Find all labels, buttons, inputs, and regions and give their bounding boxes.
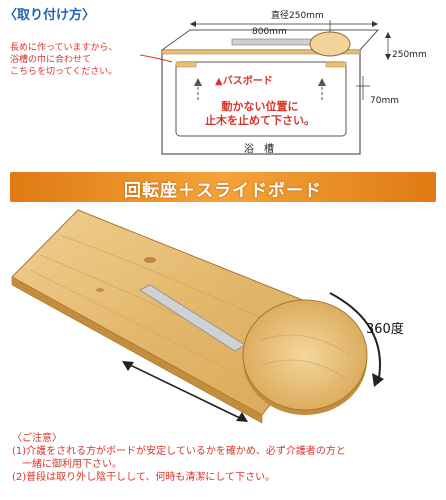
stopper-line-2: 止木を止めて下さい。 (205, 114, 315, 127)
product-banner: 回転座＋スライドボード (10, 172, 436, 202)
note-pointer (139, 54, 173, 63)
length-label: 800mm (252, 27, 287, 37)
banner-text: 回転座＋スライドボード (124, 181, 322, 201)
install-title: 〈取り付け方〉 (4, 8, 96, 23)
install-diagram (139, 20, 391, 155)
board-front-edge (11, 276, 263, 424)
dashed-arrowhead-left (194, 78, 202, 86)
wood-grain-3 (29, 269, 281, 396)
product-illustration (11, 209, 384, 424)
caution-heading: 〈ご注意〉 (12, 433, 62, 444)
cut-note: 長めに作っていますから、 浴槽の巾に合わせて こちらを切ってください。 (10, 42, 118, 78)
rotation-arrow-head (372, 373, 384, 387)
slide-slot (231, 38, 323, 46)
caution-line-3: (2)普段は取り外し陰干しして、何時も清潔にして下さい。 (12, 472, 276, 483)
slide-arrow-head-right (236, 412, 248, 422)
width-arrow-top (385, 32, 391, 38)
tub-inner (175, 61, 347, 137)
width-arrow-bottom (385, 54, 391, 60)
stopper-left (175, 61, 197, 68)
bathboard-label: ▲バスボード (215, 76, 273, 87)
rotating-seat (242, 299, 368, 411)
board-edge (161, 49, 361, 55)
tub-label: 浴 槽 (244, 144, 274, 155)
stopper-right (325, 61, 347, 68)
width-label: 250mm (392, 50, 427, 60)
cut-note-line-3: こちらを切ってください。 (10, 67, 118, 77)
rotation-arrow (329, 292, 381, 384)
cut-note-line-2: 浴槽の巾に合わせて (10, 55, 92, 65)
depth-label: 70mm (370, 96, 399, 106)
rotation-label: 360度 (366, 322, 404, 337)
stopper-line-1: 動かない位置に (221, 100, 299, 113)
cut-note-line-1: 長めに作っていますから、 (10, 43, 118, 53)
caution-line-1: (1)介護をされる方がボードが安定しているかを確かめ、必ず介護者の方と (12, 446, 346, 457)
stopper-instruction: 動かない位置に 止木を止めて下さい。 (200, 100, 320, 128)
seat-grain-2 (261, 359, 349, 381)
length-arrow-right (372, 21, 378, 27)
diameter-label: 直径250mm (271, 11, 324, 21)
round-seat (309, 31, 351, 57)
wood-knot-1 (144, 257, 156, 263)
caution-line-2: 一緒に御利用下さい。 (12, 459, 122, 470)
slide-arrow-line (125, 362, 245, 421)
seat-grain-1 (259, 334, 351, 356)
length-arrow-left (190, 21, 196, 27)
dashed-arrowhead-right (318, 78, 326, 86)
slide-arrow-head-left (122, 361, 134, 371)
caution-block: 〈ご注意〉 (1)介護をされる方がボードが安定しているかを確かめ、必ず介護者の方… (12, 432, 346, 484)
wood-knot-2 (96, 288, 104, 292)
